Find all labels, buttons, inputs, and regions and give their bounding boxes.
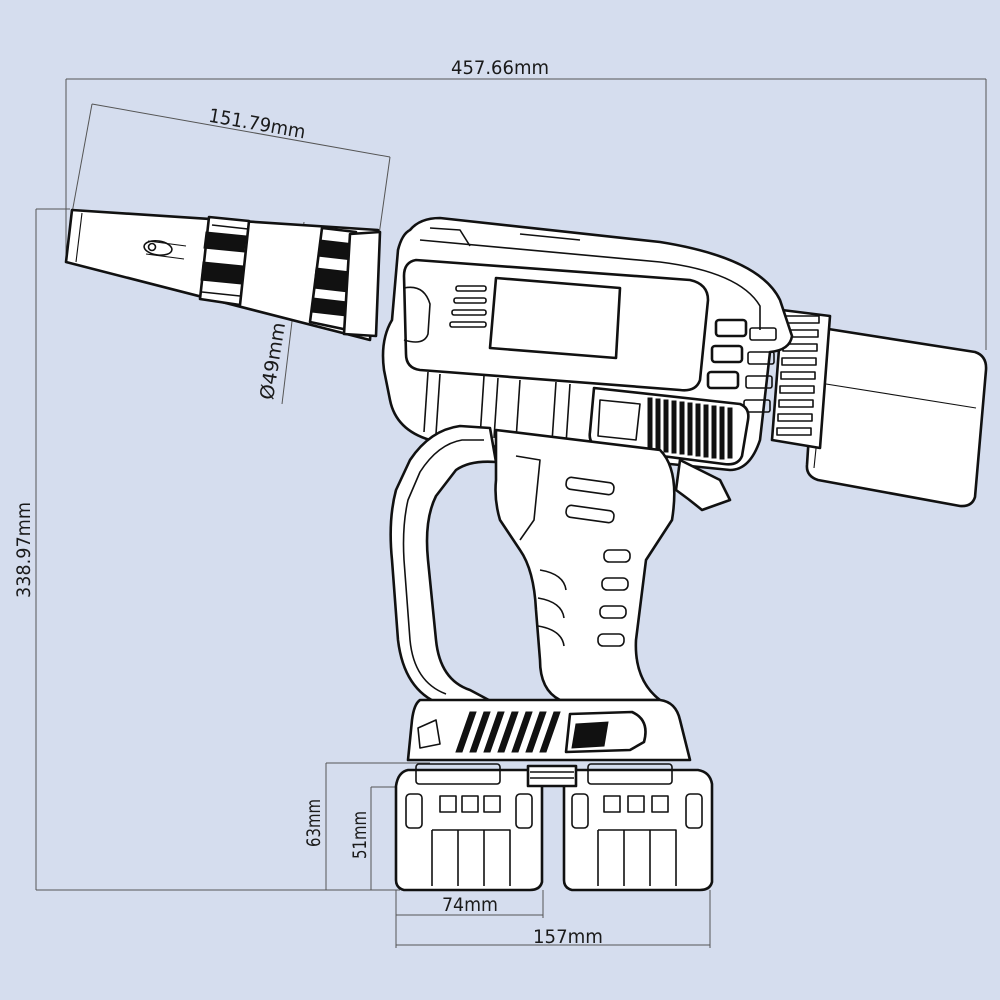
battery-inner-height-label: 51mm [349,811,371,859]
nozzle-knurled-collar [308,226,382,338]
battery-mount [406,698,692,762]
side-buttons-rear [706,318,777,413]
overall-length-label: 457.66mm [451,57,549,79]
battery-width-label: 74mm [442,894,498,916]
handle [389,424,732,714]
nozzle-length-label: 151.79mm [207,105,307,144]
nozzle-lock-ring [198,215,251,307]
vent-slots-left [449,285,487,328]
battery-left [394,763,544,892]
battery-height-label: 63mm [303,799,325,847]
overall-height-label: 338.97mm [13,502,35,598]
rear-cap [805,326,988,508]
battery-right [562,763,714,892]
nozzle-diameter-label: Ø49mm [256,321,290,401]
mount-ribs [455,711,561,753]
battery-bridge [526,764,578,788]
battery-pair-width-label: 157mm [533,926,603,948]
